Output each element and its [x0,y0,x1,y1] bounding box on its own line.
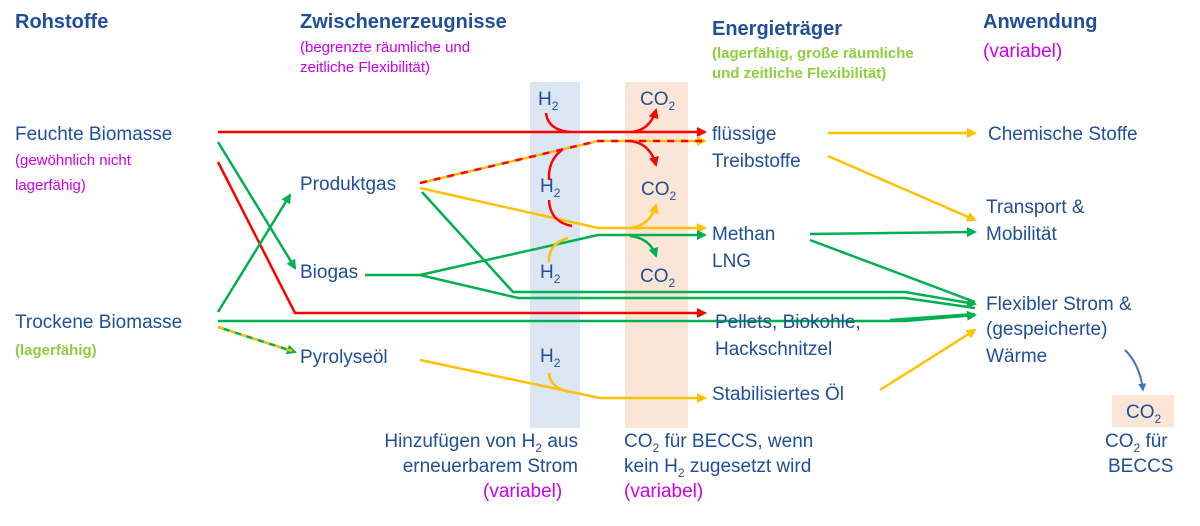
beccs-footer-line1: CO2 für [1105,431,1168,455]
node-biogas: Biogas [300,262,358,283]
beccs-co2-box [1112,395,1174,427]
h2-footer-variabel: (variabel) [483,481,562,502]
energie-subtitle-1: (lagerfähig, große räumliche [712,45,914,62]
chem-labels: H2 H2 H2 H2 CO2 CO2 CO2 CO2 [538,89,1162,426]
anwendung-subtitle: (variabel) [983,41,1062,62]
co2-footer-variabel: (variabel) [624,481,703,502]
h2-label: H2 [540,176,561,200]
node-chemische-stoffe: Chemische Stoffe [988,124,1138,145]
flow-lines [216,108,1147,403]
h2-footer-line1: Hinzufügen von H2 aus [384,431,578,455]
h2-footer-line2: erneuerbarem Strom [403,456,578,477]
header-rohstoffe: Rohstoffe [15,11,108,33]
co2-label: CO2 [641,179,677,203]
feucht-note-1: (gewöhnlich nicht [15,152,132,169]
node-pellets: Pellets, Biokohle,Hackschnitzel [715,312,861,360]
node-pyrolyseoel: Pyrolyseöl [300,347,388,368]
co2-label: CO2 [640,266,676,290]
co2-footer-line2: kein H2 zugesetzt wird [624,456,811,480]
zwischen-subtitle-1: (begrenzte räumliche und [300,39,470,56]
beccs-footer-line2: BECCS [1108,456,1173,477]
node-feuchte-biomasse: Feuchte Biomasse [15,124,172,145]
header-zwischenerzeugnisse: Zwischenerzeugnisse [300,11,507,33]
h2-label: H2 [540,262,561,286]
node-stabilisiertes-oel: Stabilisiertes Öl [712,384,844,405]
energie-subtitle-2: und zeitliche Flexibilität) [712,65,886,82]
node-flexibler-strom: Flexibler Strom &(gespeicherte)Wärme [986,294,1132,367]
beccs-co2-label: CO2 [1126,402,1162,426]
feucht-note-2: lagerfähig) [15,177,86,194]
co2-footer-line1: CO2 für BECCS, wenn [624,431,813,455]
header-anwendung: Anwendung [983,11,1097,33]
node-trockene-biomasse: Trockene Biomasse [15,312,182,333]
h2-band [530,82,580,428]
trocken-note: (lagerfähig) [15,342,97,359]
header-energietraeger: Energieträger [712,18,842,40]
h2-label: H2 [540,346,561,370]
node-produktgas: Produktgas [300,174,396,195]
h2-label: H2 [538,89,559,113]
co2-label: CO2 [640,89,676,113]
zwischen-subtitle-2: zeitliche Flexibilität) [300,59,430,76]
node-transport: Transport &Mobilität [986,197,1085,245]
